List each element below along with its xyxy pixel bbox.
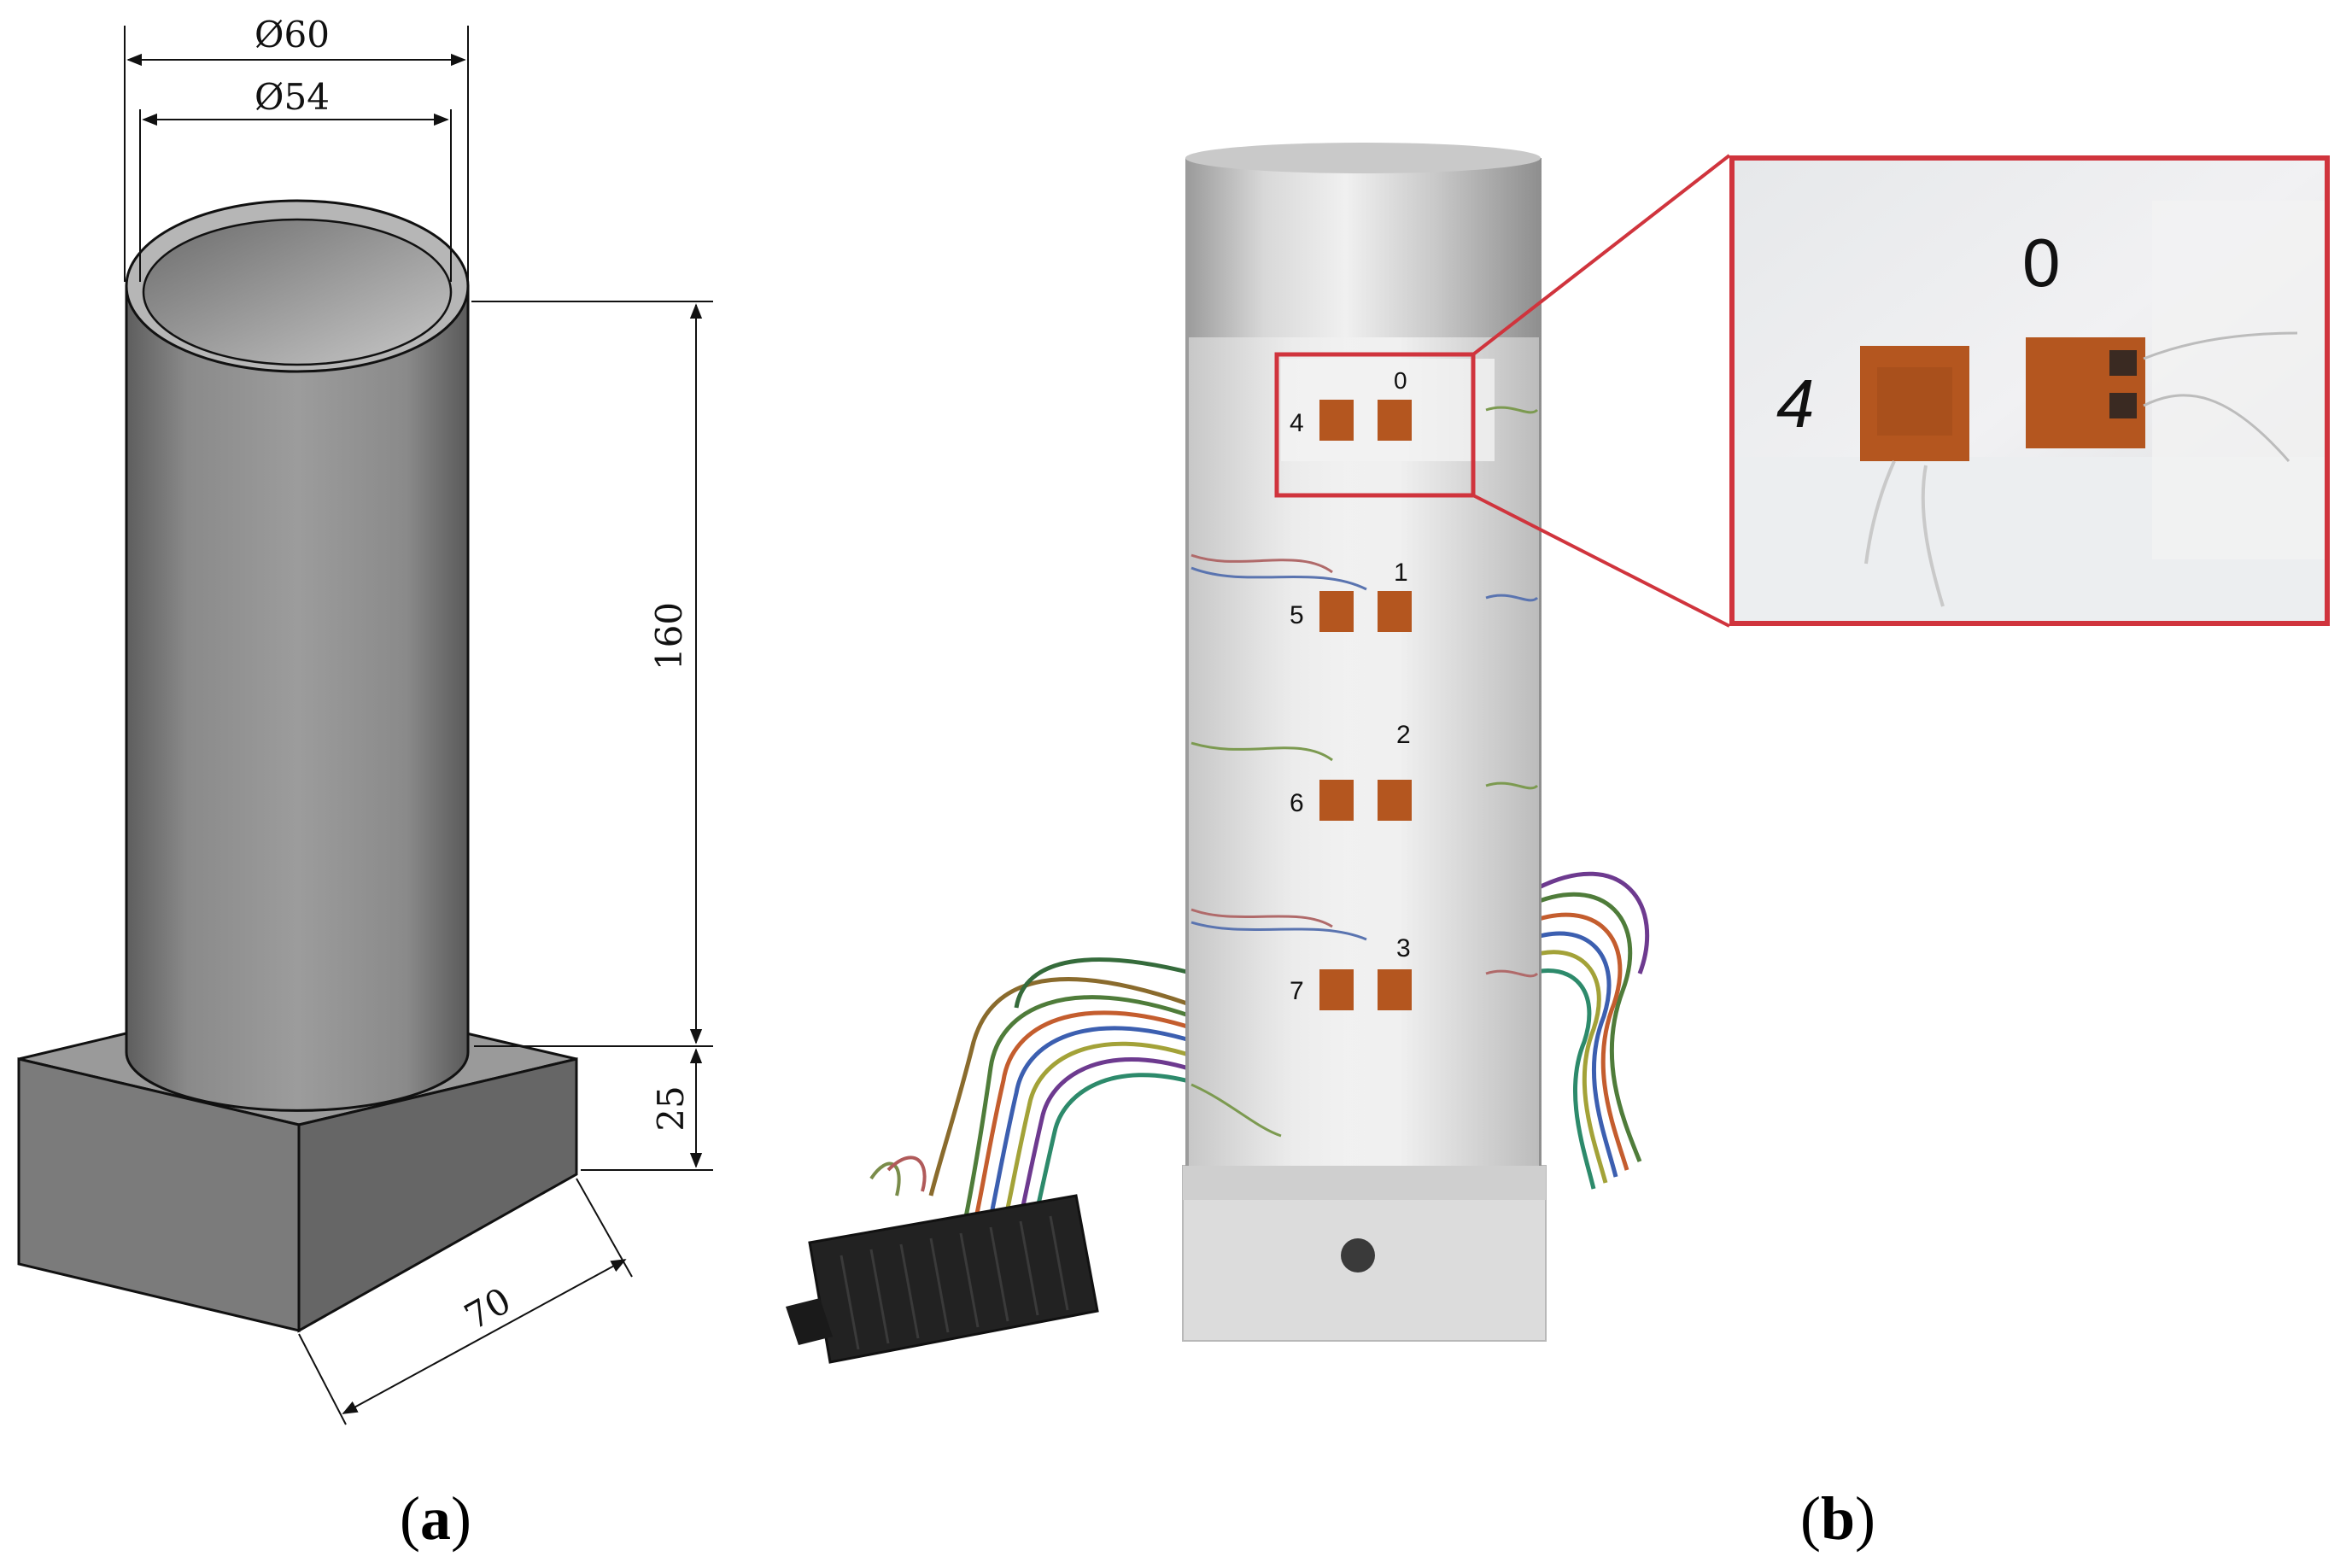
strain-gauge [1378, 400, 1412, 441]
connector-block [786, 1156, 1099, 1364]
gauge-number: 2 [1396, 721, 1411, 749]
zoom-gauge-number: 0 [2022, 225, 2061, 301]
zoom-inset-frame [1729, 155, 2330, 626]
zoom-connector-top [1471, 154, 1731, 356]
strain-gauge [1378, 969, 1412, 1010]
svg-text:(a): (a) [400, 1484, 471, 1553]
dim-outer-diameter: Ø60 [254, 14, 330, 56]
zoom-gauge-number: 4 [1776, 366, 1815, 442]
strain-gauge [1319, 400, 1354, 441]
strain-gauge [1319, 969, 1354, 1010]
strain-gauge [1319, 780, 1354, 821]
gauge-number: 6 [1290, 789, 1304, 817]
technical-drawing: Ø60 Ø54 160 25 70 [17, 14, 713, 1425]
tube [125, 199, 470, 1112]
gauge-number: 3 [1396, 934, 1411, 962]
specimen-tube [1185, 143, 1542, 1166]
zoom-connector-bottom [1472, 494, 1730, 628]
caption-b: (b) [1800, 1484, 1875, 1553]
gauge-number: 1 [1394, 559, 1408, 587]
dim-base-height: 25 [650, 1085, 692, 1131]
specimen-photo: 4 0 5 1 2 6 3 7 4 0 [786, 143, 2330, 1364]
zoom-selection-box [1274, 352, 1476, 498]
strain-gauge [1378, 591, 1412, 632]
strain-gauges [1319, 400, 1412, 1010]
strain-gauge [1378, 780, 1412, 821]
dim-inner-diameter: Ø54 [254, 76, 330, 118]
dim-line-base-width [342, 1259, 627, 1414]
caption-a: (a) [400, 1484, 471, 1553]
gauge-wires [1191, 406, 1539, 1138]
wire-bundle [928, 871, 1650, 1263]
specimen-base [1182, 1165, 1547, 1342]
dim-base-width: 70 [458, 1279, 518, 1338]
gauge-number: 4 [1290, 409, 1304, 437]
gauge-number: 7 [1290, 977, 1304, 1005]
dim-tube-height: 160 [648, 602, 690, 670]
strain-gauge [1319, 591, 1354, 632]
svg-text:(b): (b) [1800, 1484, 1875, 1553]
zoom-inset: 4 0 [1729, 155, 2330, 626]
gauge-number: 0 [1394, 367, 1407, 394]
gauge-number-labels: 4 0 5 1 2 6 3 7 [1290, 367, 1411, 1005]
gauge-number: 5 [1290, 601, 1304, 629]
